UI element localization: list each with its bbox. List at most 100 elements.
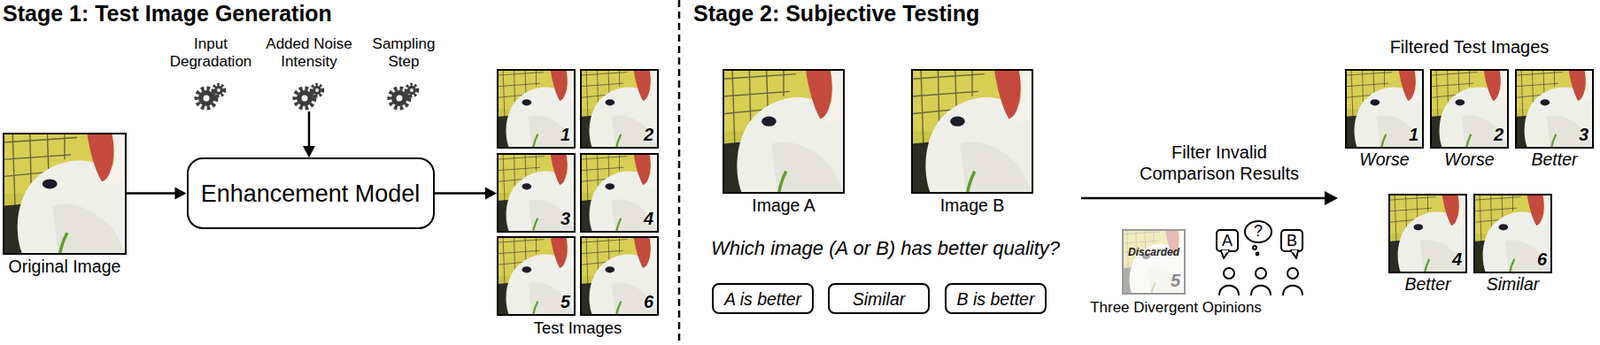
parameter-label: Input Degradation (170, 35, 253, 70)
flow-arrow (434, 187, 498, 201)
rabbit-photo (911, 69, 1034, 194)
callout-number: 4 (1452, 249, 1462, 270)
rabbit-photo (2, 132, 127, 256)
process-label-holder: Enhancement Model (188, 179, 433, 208)
arrow-line (434, 192, 487, 195)
process-label: Enhancement Model (200, 179, 421, 207)
rabbit-photo (1429, 69, 1509, 149)
callout-number: 5 (1170, 270, 1181, 291)
callout-number: 6 (1537, 249, 1547, 270)
callout-number-holder: 2 (643, 125, 654, 145)
callout-number: 2 (643, 124, 654, 145)
image-caption: Original Image (8, 256, 122, 277)
rabbit-photo (1514, 69, 1594, 149)
parameter-label-holder: Added Noise Intensity (262, 35, 356, 70)
opinion-letter-holder: B (1283, 231, 1301, 251)
rabbit-photo (1121, 229, 1186, 295)
discard-fade (1121, 229, 1186, 295)
rabbit-photo (579, 69, 659, 149)
process-box: Enhancement Model (186, 157, 435, 230)
arrow-line (126, 192, 177, 195)
discard-label-holder: Discarded (1123, 243, 1184, 260)
rating-caption-holder: Better (1499, 149, 1600, 171)
rating-caption: Worse (1444, 149, 1494, 170)
choice-button: Similar (827, 283, 930, 315)
opinion-letter: B (1286, 231, 1298, 250)
callout-number: 1 (560, 124, 571, 145)
filter-label: Filter Invalid Comparison Results (1139, 142, 1299, 184)
group-heading-holder: Filtered Test Images (1336, 37, 1600, 58)
test-image-tile: 1 (496, 69, 576, 149)
callout-number: 5 (560, 292, 571, 312)
image-caption: Image A (751, 195, 816, 216)
stage-divider (678, 0, 681, 345)
arrow-head (302, 146, 316, 158)
gear-icon (196, 85, 225, 109)
stage-title-holder: Stage 1: Test Image Generation (2, 0, 333, 27)
image-caption-holder: Image A (688, 195, 879, 217)
stage-title-holder: Stage 2: Subjective Testing (693, 0, 980, 27)
group-heading: Filtered Test Images (1390, 37, 1550, 57)
filtered-image-tile: 4Better (1388, 193, 1468, 274)
callout-number-holder: 6 (1537, 250, 1547, 270)
arrow-head (485, 187, 497, 201)
callout-number-holder: 5 (1170, 271, 1181, 291)
rabbit-photo (1473, 193, 1553, 274)
callout-number: 3 (560, 208, 571, 229)
image-photo: Image A (722, 69, 845, 194)
image-caption-holder: Original Image (0, 256, 161, 278)
image-photo: Image B (911, 69, 1034, 194)
button-label: B is better (957, 288, 1036, 309)
flow-arrow (126, 187, 187, 201)
callout-number-holder: 6 (643, 293, 654, 312)
group-caption: Test Images (533, 318, 623, 338)
parameter-label: Sampling Step (372, 35, 436, 70)
callout-number: 4 (643, 208, 654, 229)
rabbit-photo (579, 236, 659, 317)
filtered-image-tile: 1Worse (1344, 69, 1424, 149)
callout-number: 3 (1578, 124, 1589, 145)
question-text: Which image (A or B) has better quality? (711, 237, 1060, 260)
test-image-tile: 6 (579, 236, 659, 317)
icon-caption-holder: Three Divergent Opinions (1087, 299, 1265, 317)
test-image-tile: 4 (579, 153, 659, 233)
test-image-tile: 3 (496, 153, 576, 233)
rabbit-photo (496, 69, 576, 149)
parameter-gear: Sampling Step (355, 35, 453, 112)
gear-icon (294, 85, 324, 109)
button-label-holder: Similar (829, 288, 928, 310)
image-grid: Test Images123456 (496, 69, 659, 317)
opinion-letter-holder: A (1218, 231, 1237, 251)
arrow-line (308, 111, 311, 147)
callout-number-holder: 1 (560, 125, 571, 145)
discard-label: Discarded (1128, 246, 1180, 259)
icon-caption: Three Divergent Opinions (1089, 299, 1262, 317)
callout-number: 2 (1493, 124, 1504, 145)
rating-caption: Better (1530, 149, 1577, 170)
filtered-group: Filtered Test Images1Worse2Worse3Better4… (1344, 37, 1594, 303)
callout-number-holder: 3 (1578, 125, 1589, 145)
parameter-label-holder: Input Degradation (163, 35, 258, 70)
button-label-holder: B is better (946, 288, 1045, 310)
test-image-tile: 2 (579, 69, 659, 149)
flow-arrow (302, 111, 316, 158)
choice-button: A is better (711, 283, 814, 315)
button-label: Similar (852, 288, 906, 309)
rating-caption-holder: Better (1372, 274, 1484, 295)
image-caption: Image B (940, 195, 1005, 216)
opinion-letter-holder: ? (1249, 222, 1268, 241)
opinion-letter: A (1221, 231, 1233, 250)
rating-caption-holder: Similar (1457, 274, 1569, 295)
callout-number-holder: 1 (1408, 125, 1419, 145)
rabbit-photo (579, 153, 659, 233)
discarded-image: Discarded 5 (1121, 229, 1186, 295)
image-photo: Original Image (2, 132, 127, 256)
callout-number-holder: 2 (1493, 125, 1504, 145)
rabbit-photo (496, 153, 576, 233)
callout-number-holder: 5 (560, 293, 571, 312)
stage-title: Stage 2: Subjective Testing (693, 0, 980, 26)
filter-arrow (1081, 191, 1338, 206)
arrow-head (175, 187, 187, 201)
rabbit-photo (722, 69, 845, 194)
